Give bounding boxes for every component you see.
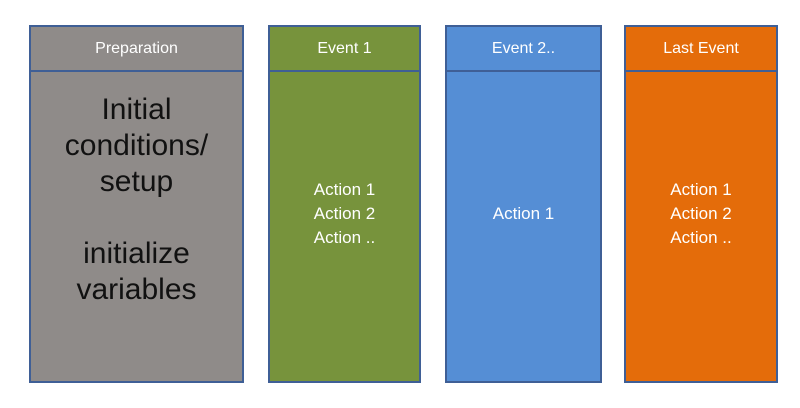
event-2-header: Event 2..	[447, 27, 600, 72]
action-item: Action 2	[670, 203, 732, 223]
preparation-line: setup	[99, 165, 174, 198]
action-item: Action ..	[670, 227, 732, 247]
action-item: Action 1	[313, 179, 376, 199]
action-item: Action 2	[313, 203, 376, 223]
preparation-line: conditions/	[64, 129, 209, 162]
action-item: Action 1	[492, 203, 555, 223]
action-item: Action ..	[313, 227, 376, 247]
action-item: Action 1	[670, 179, 732, 199]
preparation-line: variables	[76, 273, 197, 306]
preparation-header: Preparation	[31, 27, 242, 72]
event-1-column: Event 1 Action 1 Action 2 Action ..	[268, 25, 421, 383]
event-2-column: Event 2.. Action 1	[445, 25, 602, 383]
last-event-header: Last Event	[626, 27, 776, 72]
event-1-actions: Action 1 Action 2 Action ..	[270, 46, 419, 381]
preparation-body: Initial conditions/ setup initialize var…	[31, 72, 242, 381]
preparation-line: Initial	[101, 93, 172, 126]
event-2-actions: Action 1	[447, 46, 600, 381]
event-1-header: Event 1	[270, 27, 419, 72]
preparation-line: initialize	[83, 237, 190, 270]
preparation-column: Preparation Initial conditions/ setup in…	[29, 25, 244, 383]
last-event-actions: Action 1 Action 2 Action ..	[626, 46, 776, 381]
last-event-column: Last Event Action 1 Action 2 Action ..	[624, 25, 778, 383]
